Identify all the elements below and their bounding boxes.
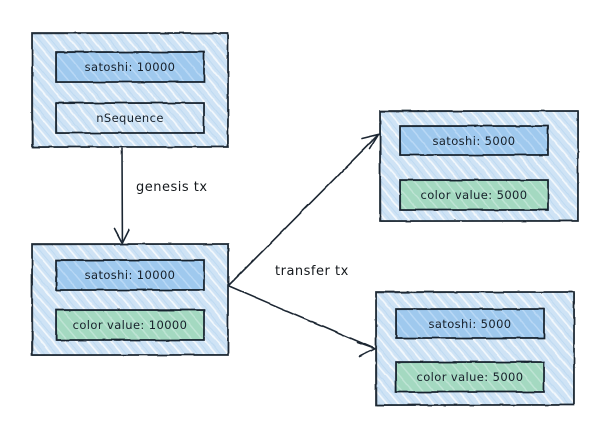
node-transfer-output-top[interactable] — [380, 111, 578, 221]
field-color-value-5000-top-shape — [399, 179, 549, 211]
edge-label-transfer-tx: transfer tx — [275, 264, 349, 279]
arrow-genesis-tx — [113, 147, 130, 246]
arrow-transfer-tx-top — [228, 133, 381, 286]
field-satoshi-5000-top-shape — [399, 125, 549, 156]
node-transfer-output-bottom[interactable] — [376, 292, 574, 405]
field-color-value-10000-shape — [55, 309, 205, 341]
arrow-transfer-tx-bottom — [228, 285, 378, 358]
node-genesis-output-tx[interactable] — [32, 244, 228, 355]
edge-label-genesis-tx: genesis tx — [136, 180, 208, 195]
field-satoshi-10000-top-shape — [55, 51, 205, 83]
node-genesis-input-tx[interactable] — [32, 33, 228, 147]
field-nsequence-shape — [55, 102, 205, 134]
field-color-value-5000-bottom-shape — [395, 361, 545, 393]
field-satoshi-10000-bottom-shape — [55, 259, 205, 291]
field-satoshi-5000-bottom-shape — [395, 308, 545, 339]
